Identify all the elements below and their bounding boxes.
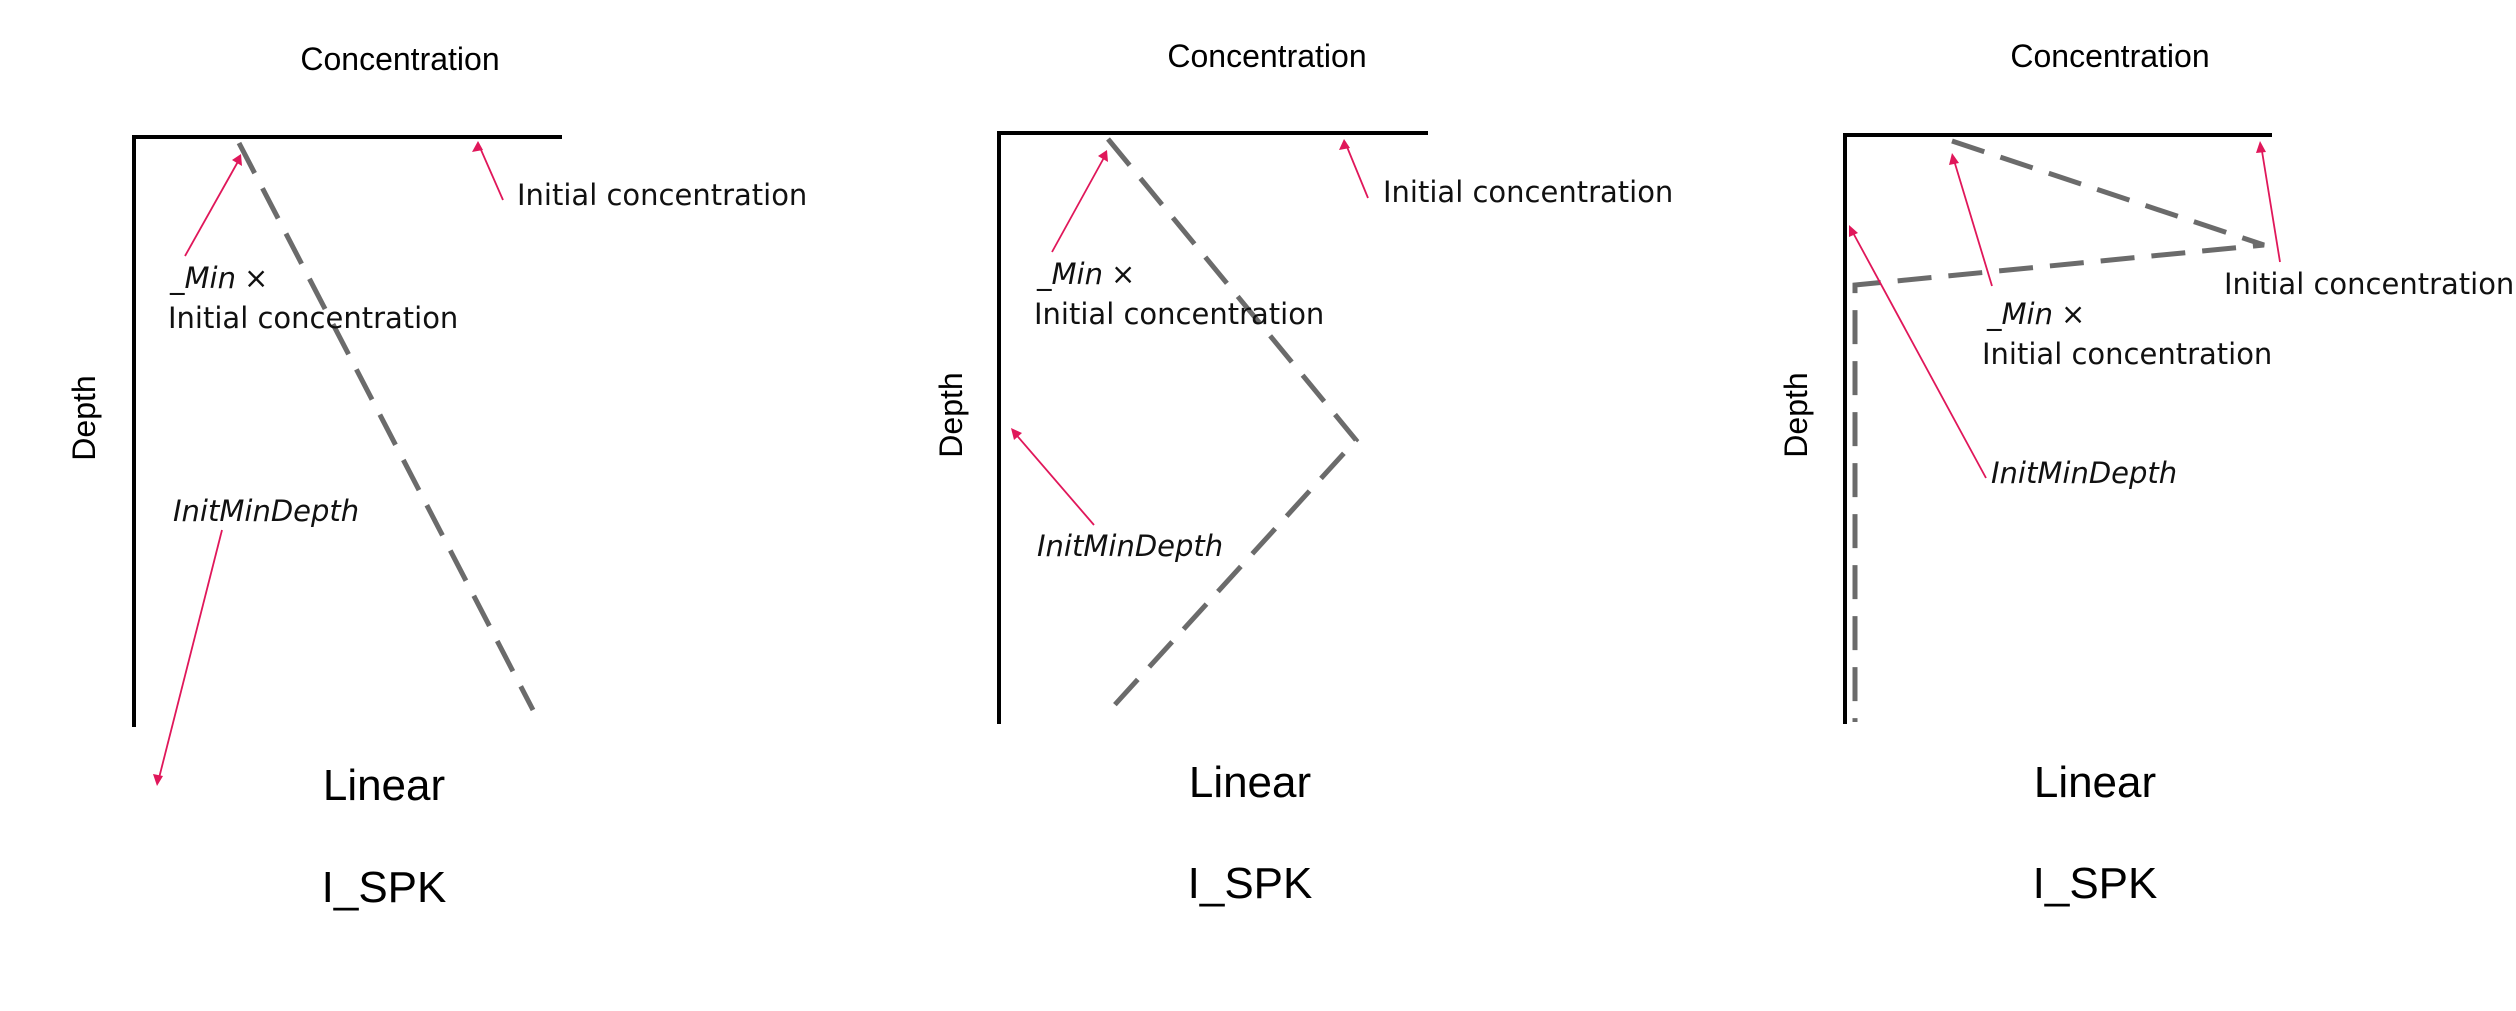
init-min-depth-label: InitMinDepth [1037,529,1223,563]
initial-concentration-label: Initial concentration [1383,175,1673,209]
min-variable: _Min [169,261,236,295]
min-label: _Min× [1036,257,1135,291]
arrow-head-icon [232,154,242,166]
initial-concentration-label: Initial concentration [517,178,807,212]
panel-2: Concentration Depth Initial concentratio… [933,38,1673,908]
arrow-head-icon [1849,225,1858,237]
panel-title-shape: Linear [323,761,445,810]
min-label-line2: Initial concentration [1034,297,1324,331]
concentration-profile-line [236,141,536,712]
arrow-head-icon [472,141,483,152]
panel-title-shape: Linear [1189,758,1311,807]
panel-1: Concentration Depth Initial concentratio… [66,41,807,912]
depth-axis-label: Depth [933,372,969,457]
axes [132,135,562,727]
initial-concentration-pointer [1344,141,1369,199]
min-label: _Min× [169,261,268,295]
min-label-line2: Initial concentration [1982,337,2272,371]
initial-concentration-pointer [2260,144,2281,263]
min-label: _Min× [1986,297,2085,331]
concentration-axis-label: Concentration [1167,38,1366,74]
init-min-depth-label: InitMinDepth [173,494,359,528]
min-pointer [1952,156,1993,287]
arrow-head-icon [1949,153,1959,165]
panel-title-code: I_SPK [322,863,447,912]
concentration-profile-line [1106,137,1360,712]
times-symbol: × [244,261,268,295]
concentration-axis-label: Concentration [2010,38,2209,74]
min-label-line2: Initial concentration [168,301,458,335]
init-min-depth-pointer [1012,430,1095,526]
times-symbol: × [1111,257,1135,291]
panel-title-code: I_SPK [2033,859,2158,908]
initial-concentration-label: Initial concentration [2224,267,2514,301]
arrow-head-icon [153,774,163,786]
min-pointer [1051,153,1107,253]
depth-axis-label: Depth [66,375,102,460]
arrow-head-icon [1339,139,1350,150]
concentration-axis-label: Concentration [300,41,499,77]
min-variable: _Min [1986,297,2053,331]
arrow-head-icon [1098,150,1108,162]
min-variable: _Min [1036,257,1103,291]
min-pointer [184,157,241,257]
panel-3: Concentration Depth Initial concentratio… [1778,38,2514,908]
axes [997,131,1428,724]
panel-title-code: I_SPK [1188,859,1313,908]
init-min-depth-pointer [157,529,223,783]
initial-concentration-pointer [477,142,504,201]
depth-axis-label: Depth [1778,372,1814,457]
arrow-head-icon [2256,141,2266,153]
panel-title-shape: Linear [2034,758,2156,807]
concentration-profile-line [1852,138,2265,722]
init-min-depth-label: InitMinDepth [1991,456,2177,490]
axes [1843,133,2272,724]
times-symbol: × [2061,297,2085,331]
init-min-depth-pointer [1850,228,1987,479]
arrow-head-icon [1011,428,1022,440]
